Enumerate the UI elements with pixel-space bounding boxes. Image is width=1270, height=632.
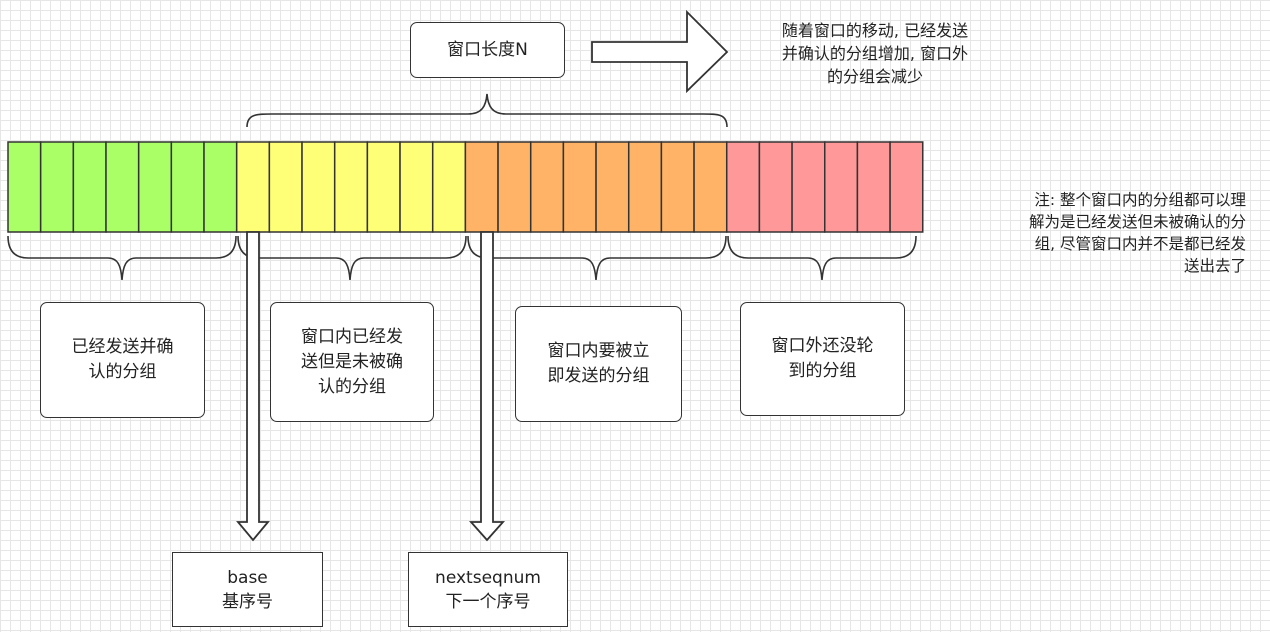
packet-strip <box>7 141 924 233</box>
packet-cell <box>399 141 434 233</box>
packet-cell <box>333 141 369 233</box>
label-line: 窗口内已经发 <box>301 326 403 347</box>
packet-cell <box>529 141 565 233</box>
label-to-send: 窗口内要被立 即发送的分组 <box>515 306 682 422</box>
nextseqnum-pointer-arrow <box>468 231 506 542</box>
label-line: 到的分组 <box>788 361 857 381</box>
label-line: 已经发送并确 <box>71 337 174 357</box>
packet-cell <box>268 141 303 233</box>
packet-cell <box>758 141 793 233</box>
packet-cell <box>170 141 205 233</box>
packet-cell <box>497 141 532 233</box>
label-line: 窗口内要被立 <box>547 341 650 361</box>
label-sent-unacked: 窗口内已经发 送但是未被确 认的分组 <box>270 302 434 422</box>
window-move-note: 随着窗口的移动, 已经发送 并确认的分组增加, 窗口外 的分组会减少 <box>740 19 1010 88</box>
label-line: 即发送的分组 <box>547 366 650 386</box>
base-sublabel: 基序号 <box>222 591 273 612</box>
packet-cell <box>7 141 42 233</box>
label-line: 送但是未被确 <box>301 351 403 372</box>
base-box: base 基序号 <box>172 552 323 627</box>
nextseqnum-box: nextseqnum 下一个序号 <box>408 552 568 627</box>
packet-cell <box>203 141 238 233</box>
packet-cell <box>627 141 663 233</box>
packet-cell <box>301 141 336 233</box>
window-length-label: 窗口长度N <box>447 39 528 60</box>
packet-cell <box>464 141 499 233</box>
packet-cell <box>366 141 401 233</box>
move-note-line: 的分组会减少 <box>826 67 923 86</box>
packet-cell <box>889 141 924 233</box>
side-note-line: 组, 尽管窗口内并不是都已经发 <box>1034 235 1246 253</box>
label-acked: 已经发送并确 认的分组 <box>40 302 205 418</box>
brace-sent-unacked <box>237 235 467 281</box>
side-note-line: 注: 整个窗口内的分组都可以理 <box>1034 191 1246 209</box>
packet-cell <box>856 141 891 233</box>
packet-cell <box>431 141 467 233</box>
packet-cell <box>693 141 728 233</box>
packet-cell <box>660 141 695 233</box>
window-side-note: 注: 整个窗口内的分组都可以理 解为是已经发送但未被确认的分 组, 尽管窗口内并… <box>946 189 1246 277</box>
brace-to-send <box>467 235 727 281</box>
base-pointer-arrow <box>236 231 270 542</box>
brace-outside-window <box>727 235 917 281</box>
packet-cell <box>595 141 630 233</box>
window-move-arrow <box>591 9 729 94</box>
base-label: base <box>227 567 268 588</box>
move-note-line: 随着窗口的移动, 已经发送 <box>781 21 969 40</box>
packet-cell <box>39 141 75 233</box>
move-note-line: 并确认的分组增加, 窗口外 <box>781 44 969 63</box>
packet-cell <box>791 141 826 233</box>
label-line: 认的分组 <box>88 362 157 382</box>
label-line: 认的分组 <box>318 376 386 397</box>
packet-cell <box>105 141 140 233</box>
packet-cell <box>72 141 107 233</box>
side-note-line: 送出去了 <box>1183 257 1246 275</box>
packet-cell <box>137 141 173 233</box>
packet-cell <box>235 141 271 233</box>
side-note-line: 解为是已经发送但未被确认的分 <box>1028 213 1246 231</box>
nextseqnum-sublabel: 下一个序号 <box>445 591 531 612</box>
label-line: 窗口外还没轮 <box>771 336 874 356</box>
nextseqnum-label: nextseqnum <box>435 567 541 588</box>
window-length-box: 窗口长度N <box>410 22 565 78</box>
label-outside-window: 窗口外还没轮 到的分组 <box>740 302 905 416</box>
packet-cell <box>562 141 597 233</box>
brace-acked <box>7 235 237 281</box>
packet-cell <box>824 141 859 233</box>
window-top-brace <box>246 93 728 128</box>
packet-cell <box>725 141 761 233</box>
